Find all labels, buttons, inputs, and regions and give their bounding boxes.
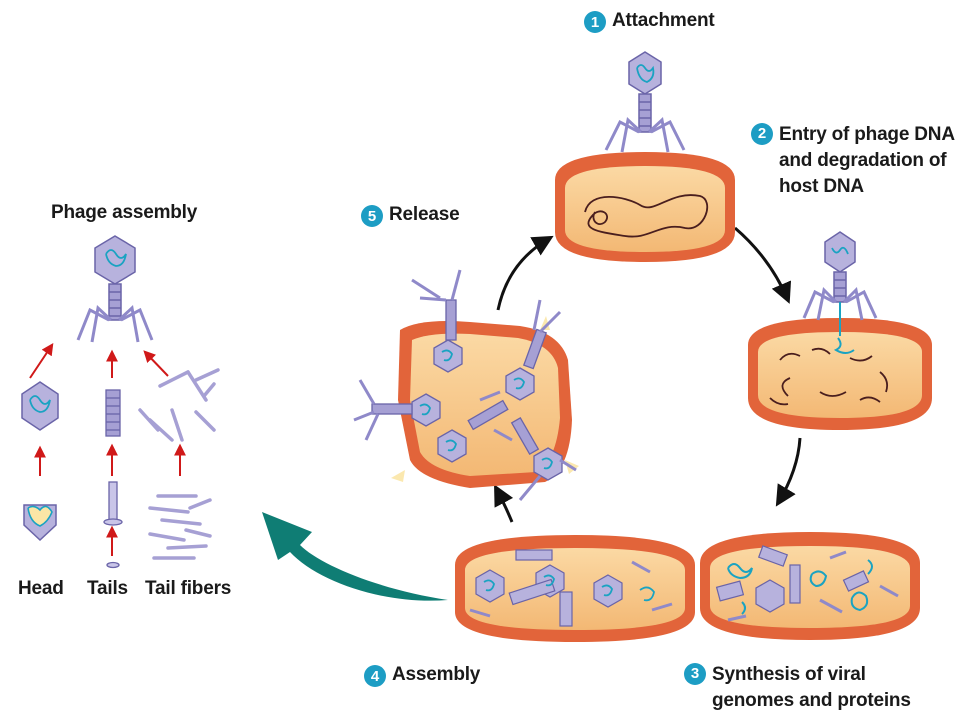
host-chromosome: [584, 194, 709, 238]
step-2-badge: 2: [751, 123, 773, 145]
assembly-pathway-arrow: [262, 512, 448, 601]
phage-injecting: [802, 231, 878, 336]
arrow-1-to-2: [734, 226, 792, 304]
cell-synthesis: [700, 532, 920, 640]
cell-attachment: [555, 51, 735, 262]
step-2-label: 2 Entry of phage DNA and degradation of …: [751, 122, 955, 200]
step-2-line-1: Entry of phage DNA: [779, 124, 955, 145]
step-4-label: 4 Assembly: [364, 664, 480, 687]
step-2-line-2: and degradation of: [779, 150, 947, 171]
tail-fibers: [138, 368, 220, 560]
cell-entry: [748, 231, 932, 430]
tail-assembled: [105, 389, 121, 437]
step-1-title: Attachment: [612, 10, 715, 31]
step-3-line-2: genomes and proteins: [712, 690, 911, 711]
step-3-label: 3 Synthesis of viral genomes and protein…: [684, 662, 911, 714]
step-1-badge: 1: [584, 11, 606, 33]
released-phages: [371, 299, 563, 481]
step-5-badge: 5: [361, 205, 383, 227]
step-2-line-3: host DNA: [779, 176, 864, 197]
step-5-label: 5 Release: [361, 204, 460, 227]
arrow-4-to-5: [494, 484, 514, 523]
cell-assembly: [455, 535, 695, 642]
step-3-badge: 3: [684, 663, 706, 685]
step-5-title: Release: [389, 204, 460, 225]
step-4-title: Assembly: [392, 664, 481, 685]
component-tail-fibers-label: Tail fibers: [145, 578, 232, 599]
head-with-dna: [23, 504, 57, 542]
step-4-badge: 4: [364, 665, 386, 687]
cell-release: [353, 269, 579, 501]
component-head-label: Head: [18, 578, 64, 599]
assembly-panel: [21, 235, 220, 569]
empty-head: [21, 381, 59, 431]
step-3-line-1: Synthesis of viral: [712, 664, 866, 685]
phage-attaching: [604, 51, 686, 153]
phage-dna-entering: [833, 337, 855, 354]
assembly-panel-title: Phage assembly: [51, 202, 198, 223]
arrow-2-to-3: [775, 437, 802, 507]
assembled-phage: [76, 235, 154, 343]
tail-core: [103, 481, 123, 569]
step-1-label: 1 Attachment: [584, 10, 715, 33]
arrow-5-to-1: [496, 235, 554, 311]
component-tails-label: Tails: [87, 578, 128, 599]
